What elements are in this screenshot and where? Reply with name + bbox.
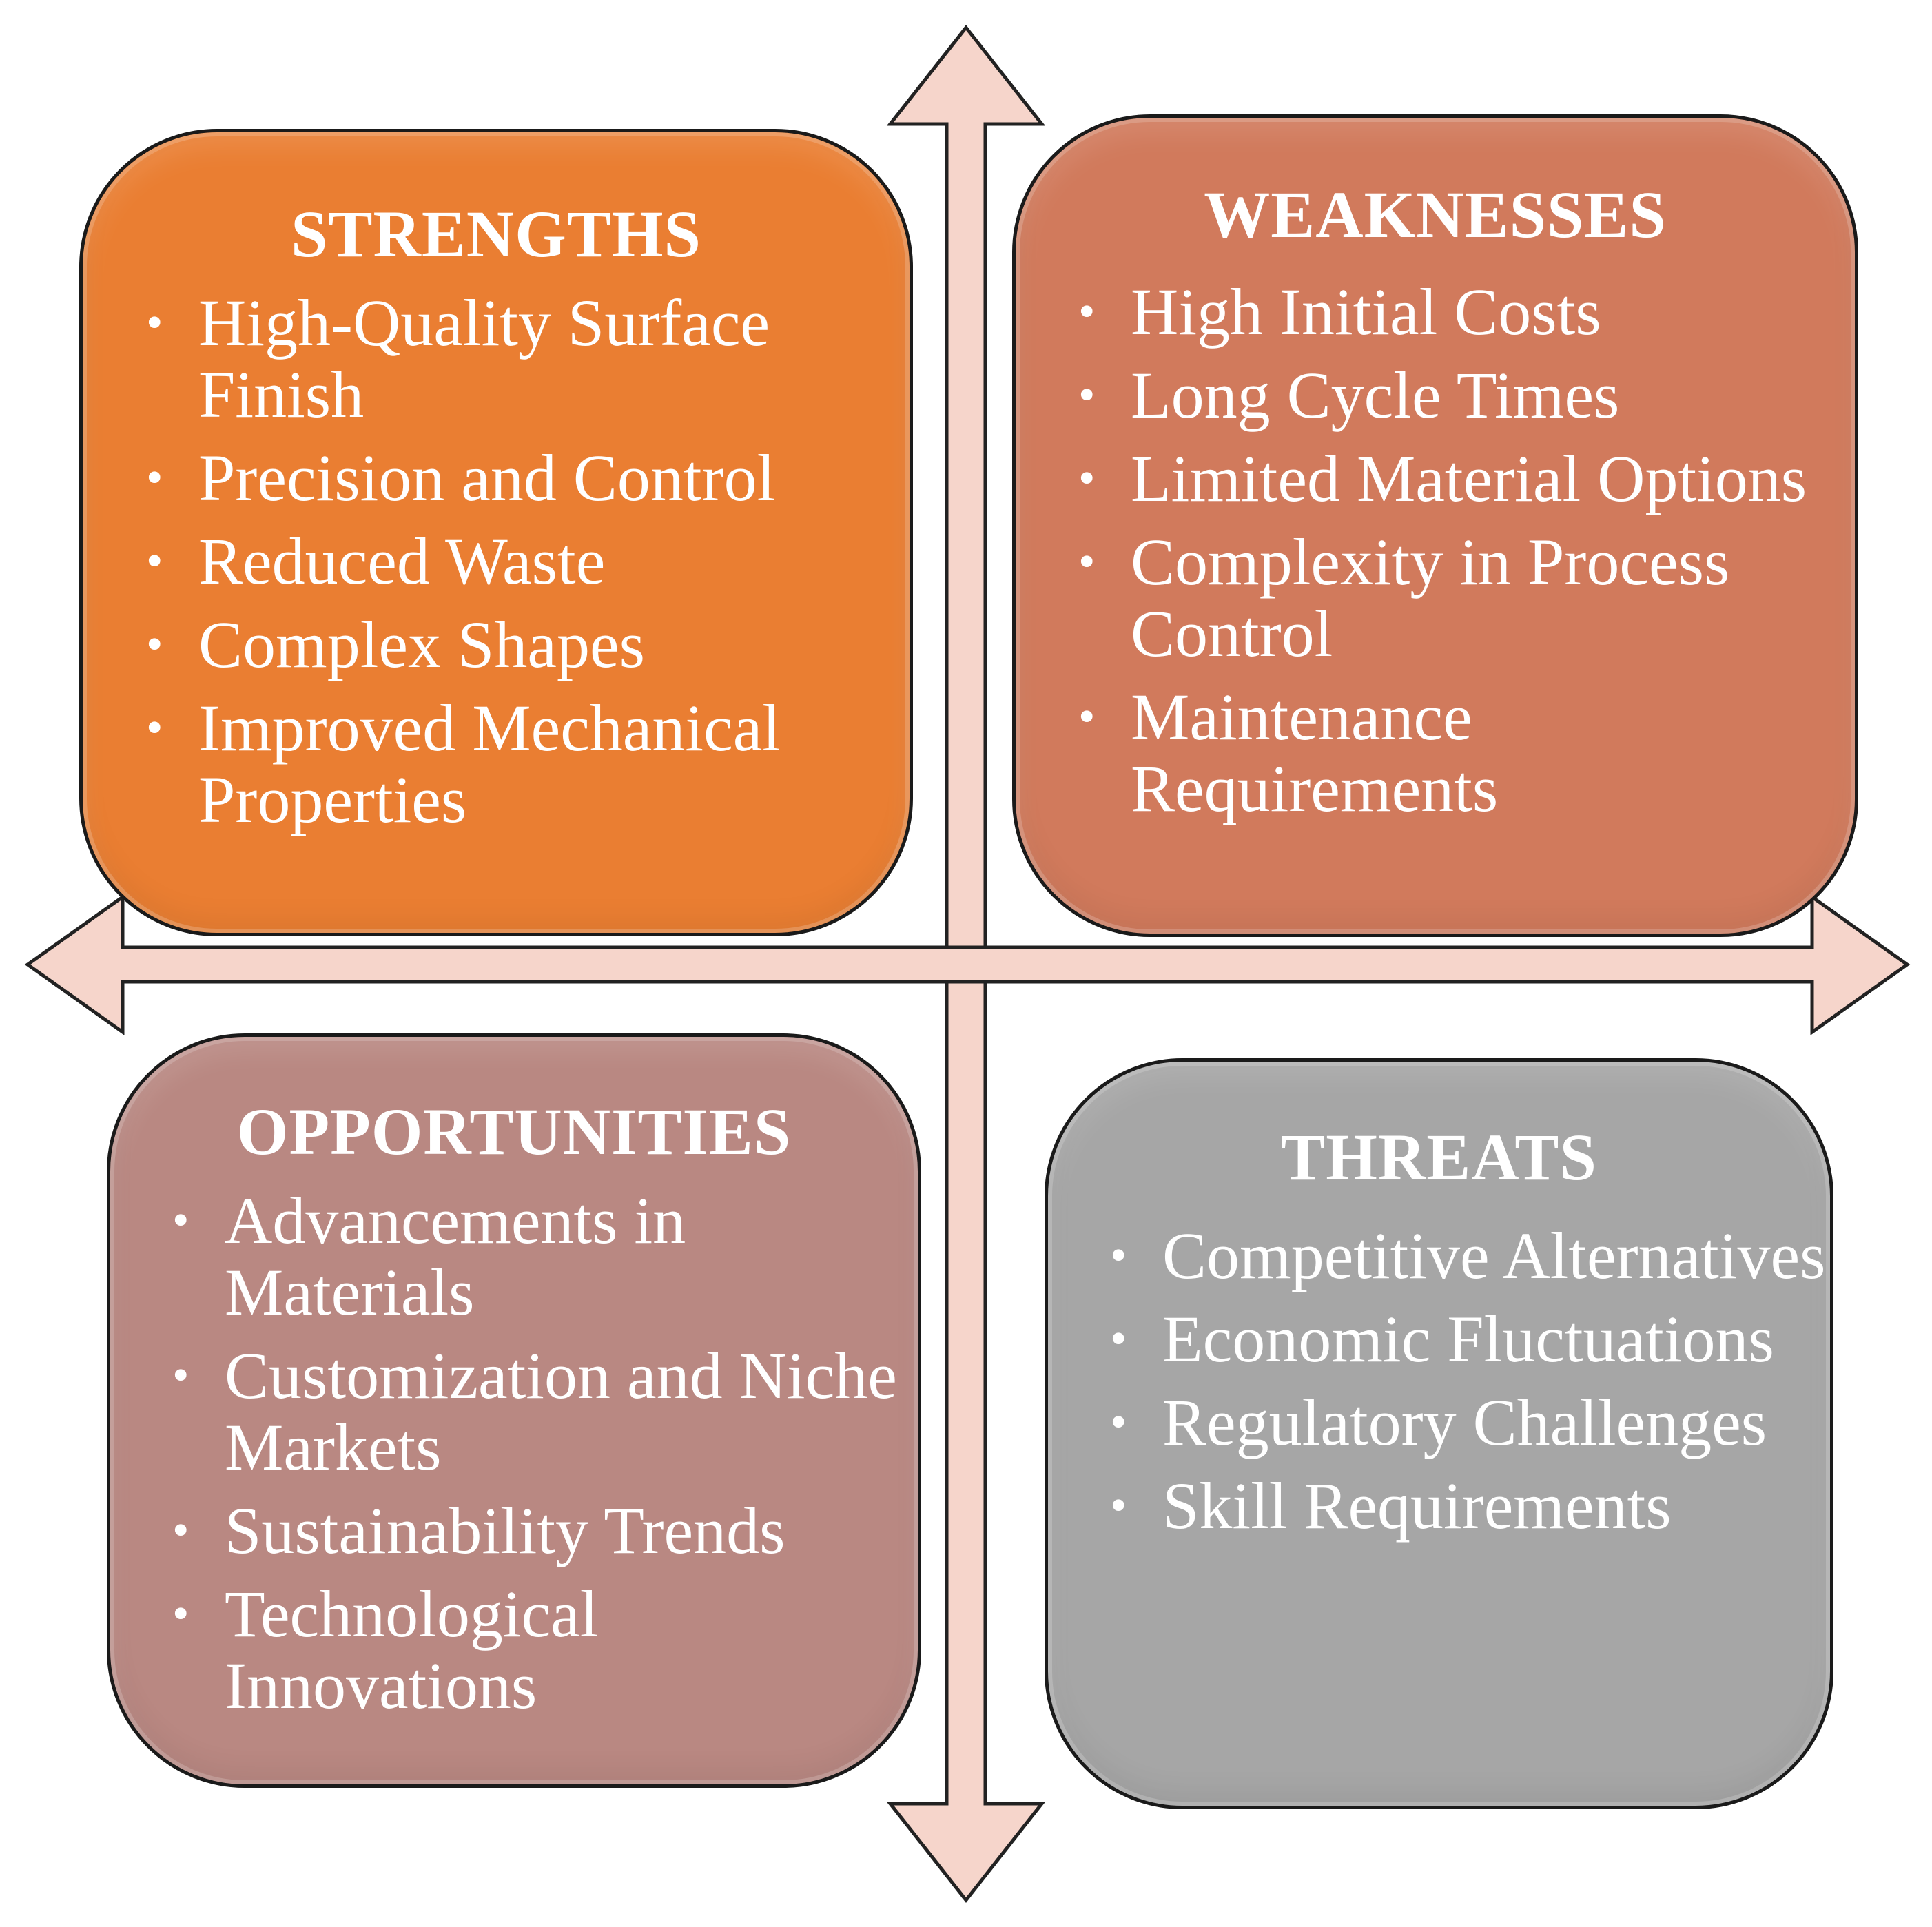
weaknesses-item: •High Initial Costs — [1078, 275, 1601, 349]
bullet-icon: • — [146, 701, 163, 754]
strengths-title: STRENGTHS — [291, 197, 701, 271]
strengths-item: •Improved Mechanical Properties — [146, 691, 781, 836]
bullet-icon: • — [1110, 1479, 1127, 1532]
bullet-icon: • — [172, 1504, 189, 1557]
threats-item: •Regulatory Challenges — [1110, 1385, 1767, 1459]
strengths-item: •Precision and Control — [146, 441, 776, 515]
bullet-icon: • — [146, 451, 163, 504]
bullet-icon: • — [1078, 535, 1096, 588]
weaknesses-item: •Limited Material Options — [1078, 442, 1807, 515]
bullet-icon: • — [172, 1349, 189, 1402]
bullet-icon: • — [1110, 1312, 1127, 1366]
weaknesses-item: •Complexity in Process Control — [1078, 525, 1730, 670]
bullet-icon: • — [1078, 452, 1096, 505]
weaknesses-quadrant: WEAKNESSES •High Initial Costs •Long Cyc… — [1012, 114, 1858, 937]
weaknesses-title: WEAKNESSES — [1204, 178, 1667, 251]
bullet-icon: • — [1110, 1396, 1127, 1449]
bullet-icon: • — [146, 535, 163, 588]
weaknesses-list: •High Initial Costs •Long Cycle Times •L… — [1078, 276, 1850, 836]
opportunities-item: •Technological Innovations — [172, 1577, 599, 1722]
threats-list: •Competitive Alternatives •Economic Fluc… — [1110, 1220, 1827, 1554]
threats-item: •Skill Requirements — [1110, 1469, 1672, 1543]
bullet-icon: • — [1078, 690, 1096, 743]
bullet-icon: • — [1078, 369, 1096, 422]
strengths-quadrant: STRENGTHS •High-Quality Surface Finish •… — [79, 129, 913, 936]
bullet-icon: • — [172, 1194, 189, 1247]
bullet-icon: • — [1078, 285, 1096, 338]
threats-item: •Economic Fluctuations — [1110, 1302, 1774, 1376]
opportunities-list: •Advancements in Materials •Customizatio… — [172, 1185, 916, 1733]
bullet-icon: • — [146, 296, 163, 349]
bullet-icon: • — [172, 1587, 189, 1640]
opportunities-item: •Advancements in Materials — [172, 1184, 686, 1329]
opportunities-title: OPPORTUNITIES — [236, 1095, 792, 1168]
threats-item: •Competitive Alternatives — [1110, 1219, 1826, 1292]
opportunities-item: •Sustainability Trends — [172, 1494, 785, 1567]
bullet-icon: • — [146, 618, 163, 671]
threats-quadrant: THREATS •Competitive Alternatives •Econo… — [1045, 1058, 1833, 1809]
strengths-item: •High-Quality Surface Finish — [146, 286, 770, 431]
strengths-item: •Complex Shapes — [146, 608, 645, 681]
arrow-crossing — [949, 949, 983, 980]
threats-title: THREATS — [1281, 1120, 1597, 1194]
weaknesses-item: •Long Cycle Times — [1078, 358, 1620, 432]
strengths-item: •Reduced Waste — [146, 524, 606, 598]
opportunities-quadrant: OPPORTUNITIES •Advancements in Materials… — [107, 1033, 921, 1788]
weaknesses-item: •Maintenance Requirements — [1078, 680, 1499, 825]
strengths-list: •High-Quality Surface Finish •Precision … — [146, 287, 904, 847]
opportunities-item: •Customization and Niche Markets — [172, 1339, 897, 1484]
bullet-icon: • — [1110, 1229, 1127, 1282]
